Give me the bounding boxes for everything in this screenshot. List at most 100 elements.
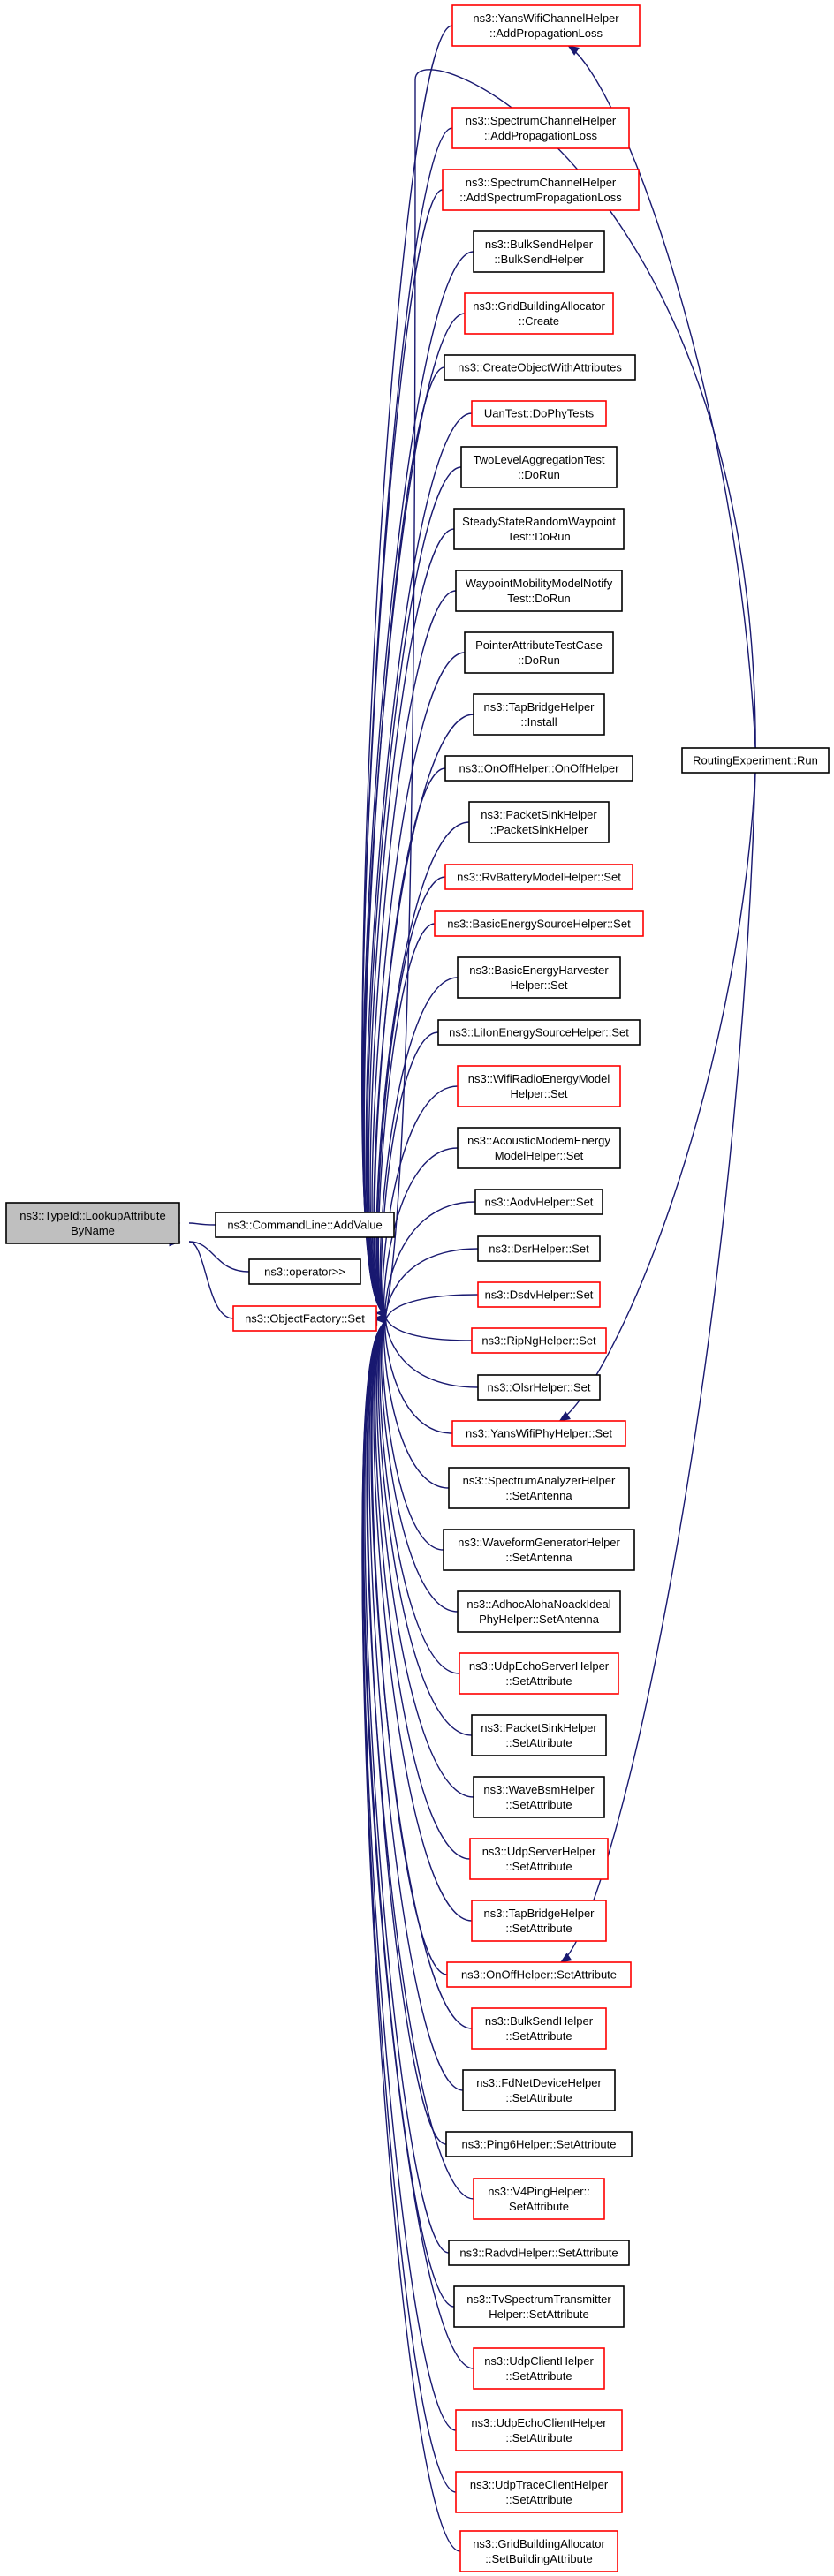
node-dsr[interactable]: ns3::DsrHelper::Set (477, 1235, 601, 1262)
node-operator[interactable]: ns3::operator>> (248, 1258, 361, 1285)
node-box (448, 2240, 630, 2266)
node-udpechoclient[interactable]: ns3::UdpEchoClientHelper::SetAttribute (455, 2409, 623, 2451)
node-label: ns3::SpectrumChannelHelper (466, 114, 617, 127)
node-box (451, 107, 630, 149)
node-box (457, 1590, 621, 1633)
node-uantest[interactable]: UanTest::DoPhyTests (471, 400, 607, 427)
edge-wifiradio-to-objectfactory-set (382, 1085, 459, 1318)
node-specanalyzer[interactable]: ns3::SpectrumAnalyzerHelper::SetAntenna (448, 1467, 630, 1509)
edge-udpechoserver-to-objectfactory-set (379, 1319, 460, 1674)
node-box (455, 2409, 623, 2451)
node-box (457, 1065, 621, 1107)
edge-pointerattr-to-objectfactory-set (371, 652, 466, 1316)
node-box (5, 1202, 180, 1244)
node-box (434, 910, 644, 937)
node-label: ::BulkSendHelper (494, 253, 584, 266)
node-createobj[interactable]: ns3::CreateObjectWithAttributes (444, 354, 636, 381)
node-udptraceclient[interactable]: ns3::UdpTraceClientHelper::SetAttribute (455, 2471, 623, 2513)
edge-onoff_ctor-to-objectfactory-set (374, 767, 446, 1317)
edge-packetsink_setattr-to-objectfactory-set (377, 1320, 473, 1736)
node-liion[interactable]: ns3::LiIonEnergySourceHelper::Set (437, 1019, 641, 1046)
node-label: ::SetAttribute (505, 2493, 572, 2506)
node-gridbuilding_setbuilding[interactable]: ns3::GridBuildingAllocator::SetBuildingA… (459, 2530, 618, 2572)
node-label: ns3::DsrHelper::Set (489, 1243, 589, 1256)
edge-udpserver-to-objectfactory-set (375, 1320, 471, 1860)
node-label: ::SetAntenna (505, 1551, 572, 1564)
edge-routing-to-objectfactory-set-arrowhead (375, 1308, 387, 1318)
node-yanswifichannel[interactable]: ns3::YansWifiChannelHelper::AddPropagati… (451, 4, 641, 47)
node-label: ns3::OlsrHelper::Set (487, 1381, 590, 1394)
node-dsdv[interactable]: ns3::DsdvHelper::Set (477, 1281, 601, 1308)
node-udpserver[interactable]: ns3::UdpServerHelper::SetAttribute (469, 1838, 609, 1880)
edge-bulksend_setattr-to-objectfactory-set (370, 1321, 473, 2029)
node-label: ns3::RipNgHelper::Set (481, 1334, 596, 1348)
node-box (445, 2131, 633, 2157)
node-udpclient[interactable]: ns3::UdpClientHelper::SetAttribute (473, 2347, 605, 2390)
node-label: ns3::TypeId::LookupAttribute (19, 1209, 166, 1222)
node-box (471, 1714, 607, 1756)
node-aodv[interactable]: ns3::AodvHelper::Set (474, 1189, 603, 1215)
node-radvd[interactable]: ns3::RadvdHelper::SetAttribute (448, 2240, 630, 2266)
node-bulksend_ctor[interactable]: ns3::BulkSendHelper::BulkSendHelper (473, 230, 605, 273)
node-gridbuilding_create[interactable]: ns3::GridBuildingAllocator::Create (464, 292, 614, 335)
node-ripng[interactable]: ns3::RipNgHelper::Set (471, 1327, 607, 1354)
node-ping6[interactable]: ns3::Ping6Helper::SetAttribute (445, 2131, 633, 2157)
edge-gridbuilding_setbuilding-to-objectfactory-set (361, 1325, 461, 2552)
node-adhocaloha[interactable]: ns3::AdhocAlohaNoackIdealPhyHelper::SetA… (457, 1590, 621, 1633)
node-specchan_specprop[interactable]: ns3::SpectrumChannelHelper::AddSpectrumP… (442, 169, 640, 211)
node-label: ::AddPropagationLoss (489, 26, 603, 40)
node-label: Helper::Set (510, 978, 567, 992)
edge-radvd-to-objectfactory-set (364, 1323, 450, 2254)
node-tapbridge_setattr[interactable]: ns3::TapBridgeHelper::SetAttribute (471, 1900, 607, 1942)
node-twolevel[interactable]: TwoLevelAggregationTest::DoRun (460, 446, 618, 488)
node-box (444, 864, 633, 890)
node-rvbattery[interactable]: ns3::RvBatteryModelHelper::Set (444, 864, 633, 890)
node-label: ::Create (519, 314, 559, 328)
node-box (471, 400, 607, 427)
edge-dsdv-to-objectfactory-set (385, 1294, 479, 1319)
node-packetsink_ctor[interactable]: ns3::PacketSinkHelper::PacketSinkHelper (468, 801, 610, 843)
node-yanswifiphy[interactable]: ns3::YansWifiPhyHelper::Set (451, 1420, 626, 1447)
node-packetsink_setattr[interactable]: ns3::PacketSinkHelper::SetAttribute (471, 1714, 607, 1756)
node-bulksend_setattr[interactable]: ns3::BulkSendHelper::SetAttribute (471, 2007, 607, 2050)
node-waveformgen[interactable]: ns3::WaveformGeneratorHelper::SetAntenna (443, 1529, 635, 1571)
node-tvspectrum[interactable]: ns3::TvSpectrumTransmitterHelper::SetAtt… (453, 2285, 625, 2328)
edge-adhocaloha-to-objectfactory-set (380, 1319, 459, 1613)
node-label: ns3::UdpTraceClientHelper (470, 2478, 609, 2491)
node-onoff_ctor[interactable]: ns3::OnOffHelper::OnOffHelper (444, 755, 633, 782)
node-box (471, 1900, 607, 1942)
node-v4ping[interactable]: ns3::V4PingHelper::SetAttribute (473, 2178, 605, 2220)
node-routingrun[interactable]: RoutingExperiment::Run (681, 747, 830, 774)
edge-operator-to-root (188, 1241, 250, 1273)
node-onoff_setattr[interactable]: ns3::OnOffHelper::SetAttribute (446, 1961, 632, 1988)
edge-steadystate-to-objectfactory-set (368, 528, 455, 1315)
node-wavebsm[interactable]: ns3::WaveBsmHelper::SetAttribute (473, 1776, 605, 1818)
node-label: ns3::TapBridgeHelper (483, 700, 595, 714)
node-box (477, 1374, 601, 1401)
node-basicenergysrc[interactable]: ns3::BasicEnergySourceHelper::Set (434, 910, 644, 937)
node-pointerattr[interactable]: PointerAttributeTestCase::DoRun (464, 631, 614, 674)
node-box (469, 1838, 609, 1880)
node-udpechoserver[interactable]: ns3::UdpEchoServerHelper::SetAttribute (459, 1652, 619, 1695)
edge-routing-to-yanswifichannel (568, 45, 756, 749)
node-label: ByName (71, 1224, 115, 1237)
node-tapbridge_install[interactable]: ns3::TapBridgeHelper::Install (473, 693, 605, 736)
node-box (464, 631, 614, 674)
node-label: ns3::SpectrumAnalyzerHelper (463, 1474, 616, 1487)
node-fdnet[interactable]: ns3::FdNetDeviceHelper::SetAttribute (462, 2069, 616, 2111)
edge-tapbridge_setattr-to-objectfactory-set (373, 1321, 473, 1922)
node-box (215, 1212, 395, 1238)
node-box (459, 2530, 618, 2572)
node-label: ns3::WaveBsmHelper (483, 1783, 595, 1796)
node-label: ::AddPropagationLoss (484, 129, 597, 142)
node-olsr[interactable]: ns3::OlsrHelper::Set (477, 1374, 601, 1401)
node-addvalue[interactable]: ns3::CommandLine::AddValue (215, 1212, 395, 1238)
node-specchan_prop[interactable]: ns3::SpectrumChannelHelper::AddPropagati… (451, 107, 630, 149)
node-objfactset[interactable]: ns3::ObjectFactory::Set (232, 1305, 377, 1332)
